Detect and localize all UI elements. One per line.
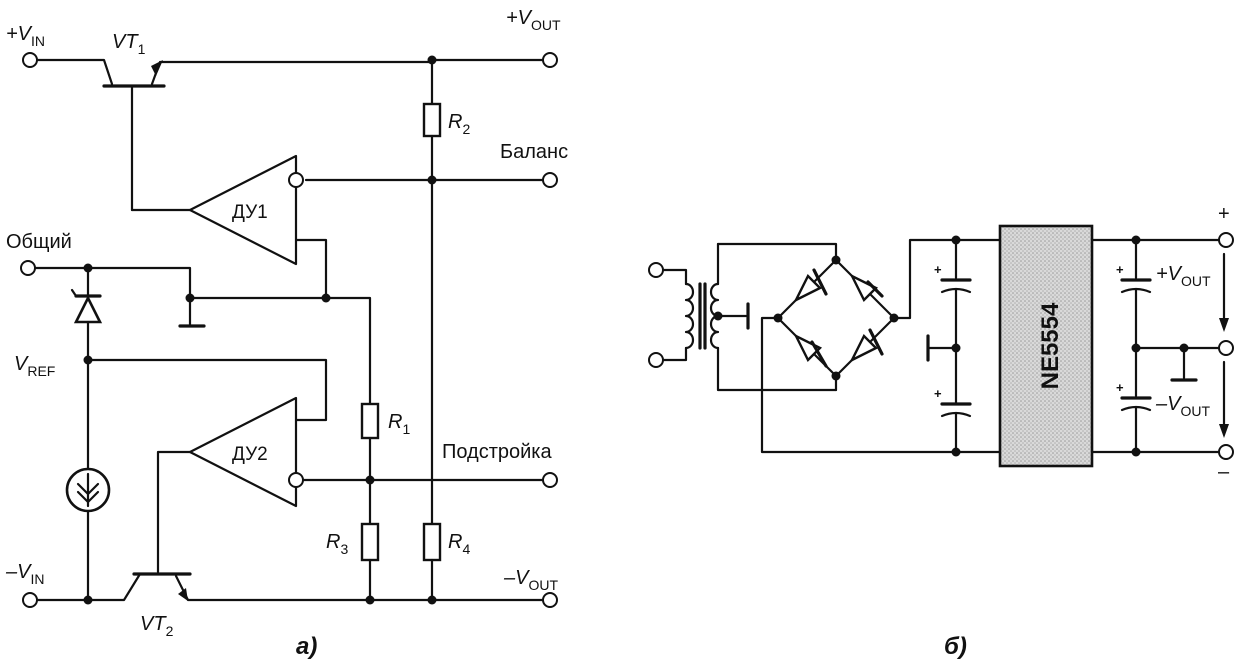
- terminal-balance: [542, 172, 558, 188]
- bridge-top-wire: [716, 242, 838, 260]
- r2-resistor: [422, 102, 442, 138]
- junction: [83, 595, 93, 605]
- common-wire: [34, 266, 192, 328]
- label-vt2: VT2: [140, 613, 174, 639]
- voltage-arrows: [1219, 252, 1229, 438]
- junction: [365, 595, 375, 605]
- label-vout-minus: –VOUT: [503, 567, 558, 593]
- label-r4: R4: [448, 531, 470, 557]
- svg-text:+: +: [1116, 380, 1124, 395]
- caption-b: б): [944, 633, 967, 660]
- r1-resistor: [360, 402, 380, 440]
- terminal-vout-plus: [542, 52, 558, 68]
- label-trim: Подстройка: [442, 441, 552, 463]
- transformer: [661, 242, 838, 392]
- terminal-ac-2: [648, 352, 664, 368]
- terminal-out-minus: [1218, 444, 1234, 460]
- label-du1: ДУ1: [232, 202, 268, 223]
- terminal-vout-minus: [542, 592, 558, 608]
- label-out-vout-minus: –VOUT: [1155, 393, 1210, 419]
- caption-a: а): [296, 633, 317, 660]
- terminal-trim: [542, 472, 558, 488]
- label-balance: Баланс: [500, 141, 568, 163]
- junction: [365, 475, 375, 485]
- svg-text:+: +: [1116, 262, 1124, 277]
- label-vin-plus: +VIN: [6, 23, 45, 49]
- circuit-a: +VIN +VOUT Баланс Общий VREF Подстройка …: [5, 7, 568, 660]
- label-common: Общий: [6, 231, 72, 253]
- svg-text:+: +: [934, 386, 942, 401]
- du2-amplifier: [156, 396, 304, 574]
- label-out-vout-plus: +VOUT: [1156, 263, 1211, 289]
- svg-text:+: +: [934, 262, 942, 277]
- label-vin-minus: –VIN: [5, 561, 44, 587]
- junction: [83, 263, 93, 273]
- circuit-b: + + NE5554 + +: [648, 203, 1234, 660]
- label-plus-sign: +: [1218, 203, 1230, 225]
- label-minus-sign: –: [1218, 461, 1230, 483]
- chip-label: NE5554: [1037, 302, 1064, 389]
- label-r1: R1: [388, 411, 410, 437]
- label-vt1: VT1: [112, 31, 146, 57]
- terminal-out-plus: [1218, 232, 1234, 248]
- vref-wire: [86, 358, 328, 422]
- input-capacitors: + +: [926, 235, 972, 457]
- junction: [321, 293, 331, 303]
- junction: [185, 293, 195, 303]
- vt1-transistor: [36, 58, 434, 212]
- du1-amplifier: [130, 154, 328, 300]
- current-source: [65, 467, 111, 602]
- label-r3: R3: [326, 531, 348, 557]
- vt2-transistor: [36, 572, 544, 602]
- terminal-common: [20, 260, 36, 276]
- r4-resistor: [422, 522, 442, 562]
- output-capacitors: + +: [1116, 235, 1220, 457]
- terminal-vin-minus: [22, 592, 38, 608]
- label-du2: ДУ2: [232, 444, 268, 465]
- junction: [427, 175, 437, 185]
- zener-diode: [70, 266, 103, 362]
- ne5554-chip: NE5554: [998, 224, 1094, 468]
- diode-bridge: [773, 255, 899, 381]
- label-r2: R2: [448, 111, 470, 137]
- feedback-wire: [188, 296, 372, 406]
- r3-resistor: [360, 522, 380, 562]
- junction: [83, 355, 93, 365]
- junction: [427, 595, 437, 605]
- terminal-ac-1: [648, 262, 664, 278]
- terminal-out-common: [1218, 340, 1234, 356]
- label-vref: VREF: [14, 353, 55, 379]
- label-vout-plus: +VOUT: [506, 7, 561, 33]
- junction: [427, 55, 437, 65]
- terminal-vin-plus: [22, 52, 38, 68]
- bridge-minus-wire: [760, 316, 1002, 454]
